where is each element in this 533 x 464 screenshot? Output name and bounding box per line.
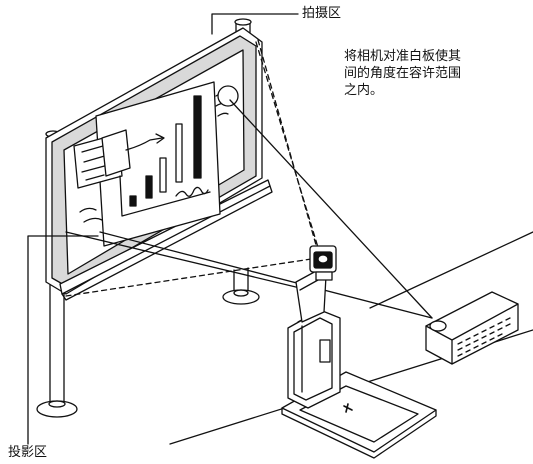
camera-angle-note: 将相机对准白板使其 间的角度在容许范围 之内。	[344, 48, 480, 99]
capture-field-lines	[65, 39, 321, 297]
document-camera	[281, 245, 437, 459]
note-line-2: 间的角度在容许范围	[344, 66, 462, 81]
note-line-3: 之内。	[344, 83, 384, 98]
projector	[425, 291, 519, 365]
projection-area-label: 投影区	[8, 445, 48, 460]
capture-area-label: 拍摄区	[302, 6, 342, 21]
leader-lines	[27, 13, 299, 445]
note-line-1: 将相机对准白板使其	[344, 49, 462, 64]
projected-image	[73, 81, 239, 247]
projection-lines	[65, 99, 433, 319]
